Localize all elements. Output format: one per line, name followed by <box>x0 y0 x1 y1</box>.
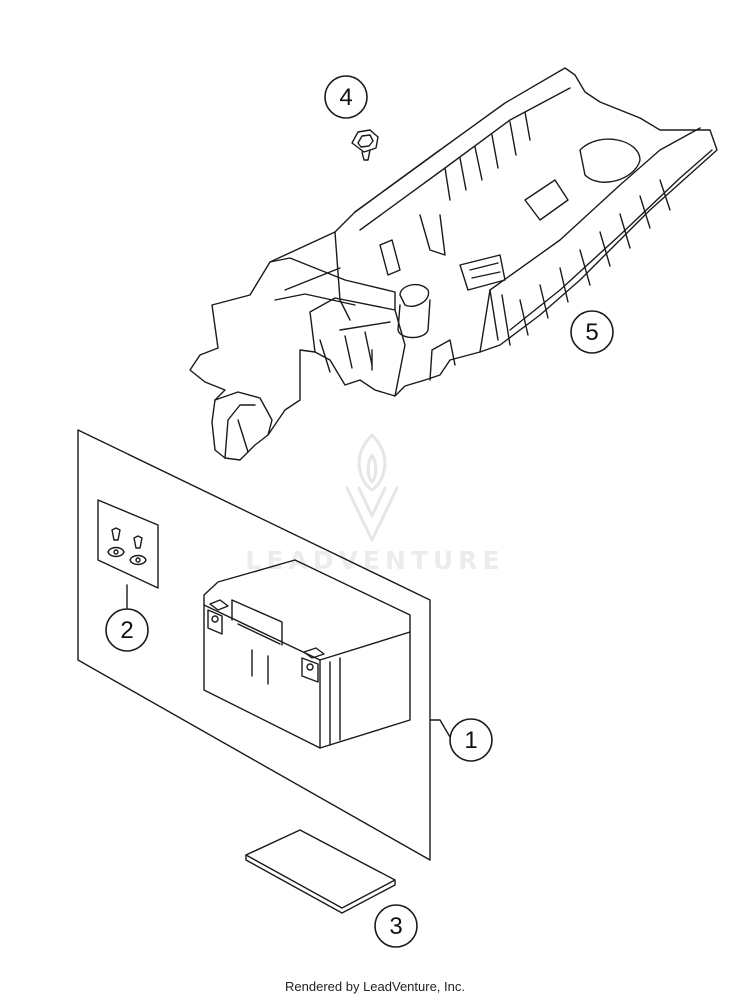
battery-holder-drawing <box>189 67 718 461</box>
callout-4-number: 4 <box>339 84 352 111</box>
callout-3: 3 <box>374 904 418 948</box>
callout-1: 1 <box>449 718 493 762</box>
callout-2: 2 <box>105 608 149 652</box>
callout-5: 5 <box>570 310 614 354</box>
leader-lines <box>126 349 451 738</box>
callout-2-number: 2 <box>120 617 133 644</box>
callout-4: 4 <box>324 75 368 119</box>
terminal-screw-kit-drawing <box>97 499 159 589</box>
flame-logo-icon <box>345 433 399 542</box>
battery-drawing <box>77 429 431 861</box>
screw-drawing <box>351 129 379 161</box>
watermark-text: LEADVENTURE <box>245 546 504 575</box>
callout-1-number: 1 <box>464 727 477 754</box>
watermark: LEADVENTURE <box>245 433 504 575</box>
footer-credit: Rendered by LeadVenture, Inc. <box>285 979 465 994</box>
callout-5-number: 5 <box>585 319 598 346</box>
battery-pad-drawing <box>245 829 396 914</box>
callout-3-number: 3 <box>389 913 402 940</box>
